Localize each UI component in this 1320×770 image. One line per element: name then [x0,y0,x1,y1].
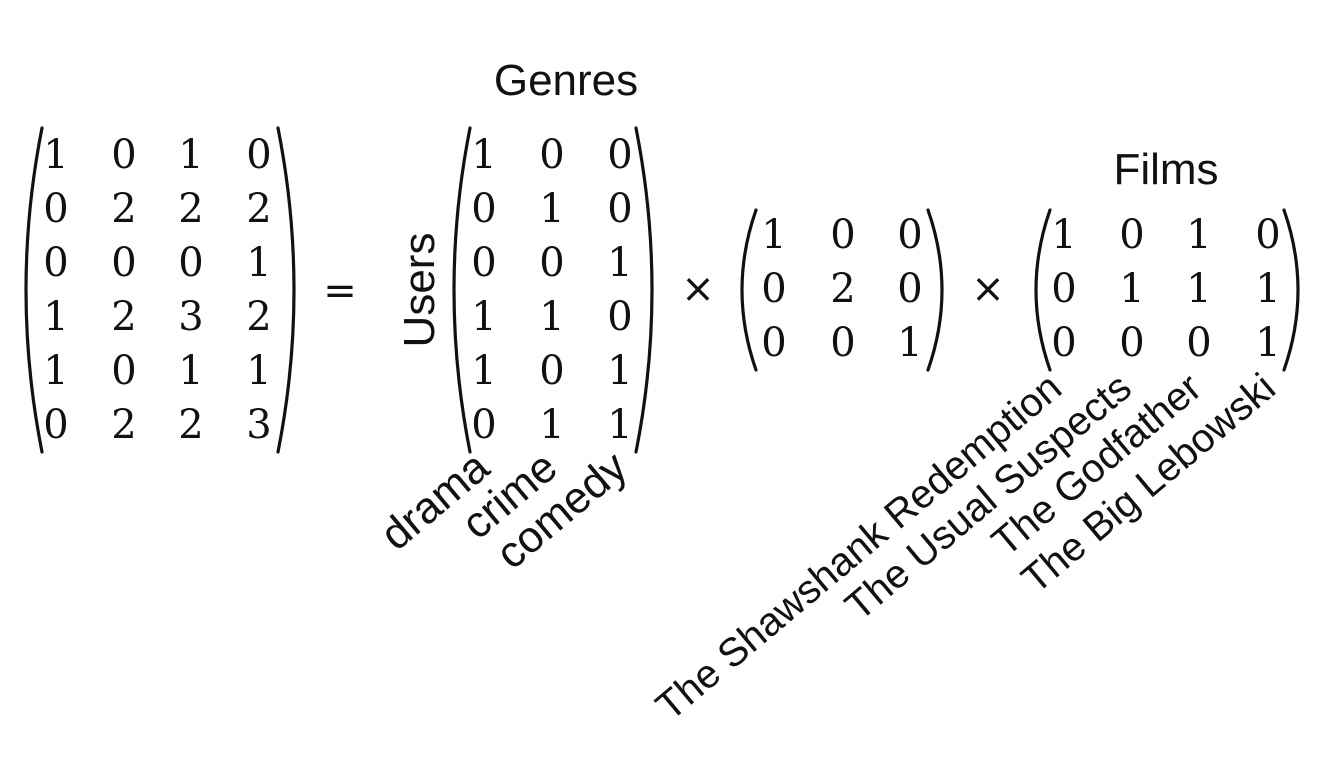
user-genre-cell-r1-c2: 0 [539,132,564,178]
weights-cell-r1-c3: 0 [897,212,922,258]
result-cell-r6-c4: 3 [246,402,271,448]
times-sign-1: × [681,266,715,312]
result-right-paren [276,126,296,454]
user-genre-cell-r4-c3: 0 [607,294,632,340]
genre-film-cell-r3-c3: 0 [1186,320,1211,366]
times-sign-2: × [971,266,1005,312]
result-cell-r4-c4: 2 [246,294,271,340]
result-cell-r3-c3: 0 [178,240,203,286]
result-cell-r1-c1: 1 [43,132,68,178]
user-genre-cell-r3-c1: 0 [471,240,496,286]
user-genre-cell-r5-c2: 0 [539,348,564,394]
result-cell-r4-c1: 1 [43,294,68,340]
user-genre-cell-r1-c3: 0 [607,132,632,178]
genre-film-right-paren [1282,208,1300,372]
result-cell-r6-c1: 0 [43,402,68,448]
result-cell-r2-c2: 2 [111,186,136,232]
result-cell-r4-c3: 3 [178,294,203,340]
weights-cell-r2-c3: 0 [897,266,922,312]
weights-cell-r2-c1: 0 [761,266,786,312]
user-genre-cell-r6-c2: 1 [539,402,564,448]
result-cell-r4-c2: 2 [111,294,136,340]
result-cell-r1-c2: 0 [111,132,136,178]
genre-film-cell-r2-c2: 1 [1119,266,1144,312]
genre-film-cell-r3-c1: 0 [1051,320,1076,366]
result-cell-r5-c3: 1 [178,348,203,394]
user-genre-cell-r3-c3: 1 [607,240,632,286]
user-genre-cell-r6-c1: 0 [471,402,496,448]
genre-film-cell-r1-c1: 1 [1051,212,1076,258]
user-genre-cell-r4-c2: 1 [539,294,564,340]
result-cell-r3-c1: 0 [43,240,68,286]
user-genre-cell-r2-c3: 0 [607,186,632,232]
weights-cell-r3-c1: 0 [761,320,786,366]
result-cell-r2-c1: 0 [43,186,68,232]
result-cell-r5-c2: 0 [111,348,136,394]
user-genre-cell-r2-c2: 1 [539,186,564,232]
user-genre-cell-r4-c1: 1 [471,294,496,340]
users-row-label: Users [395,233,444,348]
weights-cell-r3-c2: 0 [830,320,855,366]
weights-cell-r2-c2: 2 [830,266,855,312]
result-cell-r1-c3: 1 [178,132,203,178]
user-genre-cell-r5-c1: 1 [471,348,496,394]
result-cell-r6-c2: 2 [111,402,136,448]
weights-cell-r1-c1: 1 [761,212,786,258]
genres-title: Genres [494,56,638,105]
user-genre-cell-r5-c3: 1 [607,348,632,394]
genre-film-cell-r3-c4: 1 [1255,320,1280,366]
user-genre-left-paren [452,126,472,454]
result-cell-r3-c2: 0 [111,240,136,286]
genre-film-cell-r2-c1: 0 [1051,266,1076,312]
weights-left-paren [740,208,758,372]
genre-film-cell-r2-c3: 1 [1186,266,1211,312]
result-cell-r1-c4: 0 [246,132,271,178]
user-genre-right-paren [634,126,654,454]
user-genre-cell-r2-c1: 0 [471,186,496,232]
film-label-usual-suspects: The Usual Suspects [837,365,1139,629]
genre-film-cell-r1-c2: 0 [1119,212,1144,258]
user-genre-cell-r3-c2: 0 [539,240,564,286]
weights-cell-r1-c2: 0 [830,212,855,258]
weights-right-paren [926,208,944,372]
genre-film-cell-r1-c3: 1 [1186,212,1211,258]
genre-film-cell-r2-c4: 1 [1255,266,1280,312]
result-left-paren [24,126,44,454]
weights-cell-r3-c3: 1 [897,320,922,366]
films-title: Films [1113,145,1218,194]
result-cell-r5-c4: 1 [246,348,271,394]
result-cell-r2-c4: 2 [246,186,271,232]
genre-film-left-paren [1034,208,1052,372]
result-cell-r5-c1: 1 [43,348,68,394]
user-genre-cell-r6-c3: 1 [607,402,632,448]
user-genre-cell-r1-c1: 1 [471,132,496,178]
result-cell-r6-c3: 2 [178,402,203,448]
genre-film-cell-r3-c2: 0 [1119,320,1144,366]
equals-sign: = [323,268,357,314]
result-cell-r2-c3: 2 [178,186,203,232]
genre-film-cell-r1-c4: 0 [1255,212,1280,258]
result-cell-r3-c4: 1 [246,240,271,286]
